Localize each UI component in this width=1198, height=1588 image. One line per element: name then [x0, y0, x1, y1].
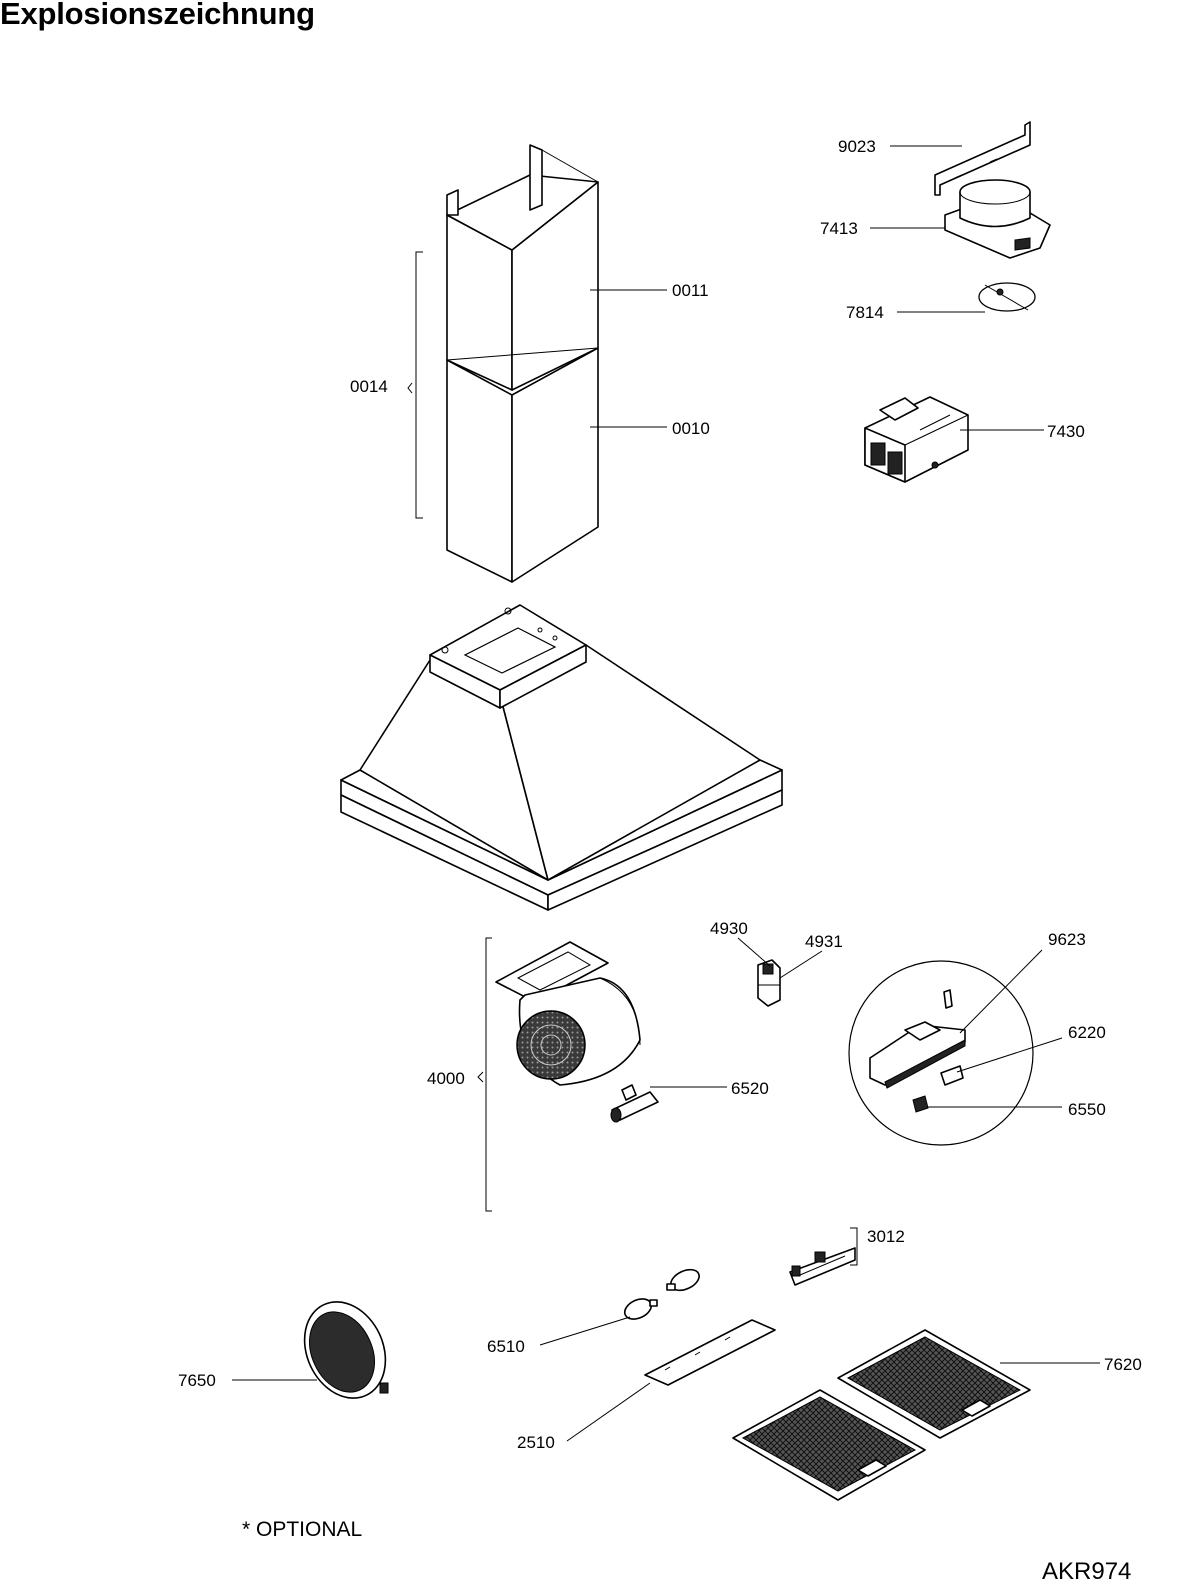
lamps-6510 — [623, 1268, 700, 1320]
label-9023: 9023 — [838, 137, 876, 156]
grease-filters-7620 — [732, 1329, 1031, 1501]
air-outlet-adapter-7413 — [944, 179, 1051, 259]
chimney-lower-part — [446, 347, 599, 583]
label-2510: 2510 — [517, 1433, 555, 1452]
fan-motor-4000 — [495, 941, 641, 1086]
label-0010: 0010 — [672, 419, 710, 438]
page-title: Explosionszeichnung — [0, 0, 315, 31]
label-3012: 3012 — [867, 1227, 905, 1246]
switch-module-7430 — [864, 396, 969, 483]
light-cover-2510 — [644, 1319, 776, 1386]
label-7650: 7650 — [178, 1371, 216, 1390]
label-6510: 6510 — [487, 1337, 525, 1356]
hood-body — [340, 604, 783, 911]
connector-4930-4931 — [757, 959, 781, 1007]
capacitor-6520 — [610, 1084, 659, 1123]
label-6550: 6550 — [1068, 1100, 1106, 1119]
label-4000: 4000 — [427, 1069, 465, 1088]
label-4931: 4931 — [805, 932, 843, 951]
label-9623: 9623 — [1048, 930, 1086, 949]
label-7620: 7620 — [1104, 1355, 1142, 1374]
label-7430: 7430 — [1047, 422, 1085, 441]
label-4930: 4930 — [710, 919, 748, 938]
label-0011: 0011 — [672, 281, 709, 300]
label-7814: 7814 — [846, 303, 884, 322]
drawing-code: AKR974 — [1042, 1558, 1131, 1585]
label-6220: 6220 — [1068, 1023, 1106, 1042]
chimney-upper-part — [446, 144, 599, 391]
carbon-filter-7650 — [303, 1301, 389, 1399]
bracket-0014 — [415, 251, 423, 519]
label-0014: 0014 — [350, 377, 388, 396]
label-7413: 7413 — [820, 219, 858, 238]
wall-bracket-9023 — [934, 121, 1031, 196]
detail-circle — [848, 960, 1034, 1146]
control-panel-3012 — [789, 1247, 856, 1286]
bracket-4000 — [485, 937, 492, 1212]
leader-lines — [232, 145, 1100, 1442]
damper-7814 — [978, 282, 1036, 312]
optional-note: * OPTIONAL — [242, 1518, 362, 1541]
label-6520: 6520 — [731, 1079, 769, 1098]
